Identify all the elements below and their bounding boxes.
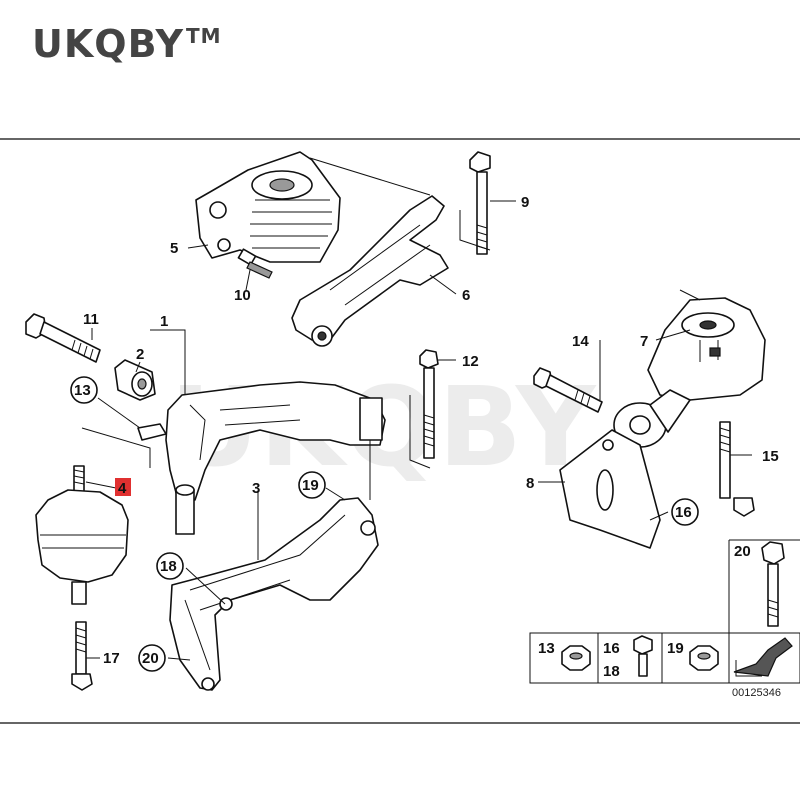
callout-11: 11 <box>83 311 99 328</box>
part-8-plate <box>559 429 661 549</box>
legend-label-18: 18 <box>603 663 620 680</box>
callout-16-circle <box>671 498 699 526</box>
bolt-16-shaft-icon <box>638 653 648 677</box>
part-20-bolt <box>761 541 785 627</box>
part-3-lower-bracket <box>169 497 379 691</box>
callout-18: 18 <box>160 558 177 575</box>
part-11-bolt <box>25 313 101 363</box>
part-1-main-bracket <box>137 381 386 535</box>
legend-label-16: 16 <box>603 640 620 657</box>
diagram-id: 00125346 <box>732 687 781 699</box>
callout-1: 1 <box>160 313 168 330</box>
callout-3: 3 <box>252 480 260 497</box>
nut-13-hole-icon <box>569 652 583 660</box>
callout-19-circle <box>298 471 326 499</box>
part-5-engine-mount <box>195 151 341 263</box>
callout-9: 9 <box>521 194 529 211</box>
callout-13: 13 <box>74 382 91 399</box>
part-15-bolt <box>719 421 755 517</box>
callout-4: 4 <box>118 480 127 497</box>
legend-grid: 13 16 18 19 20 00125346 <box>529 539 800 699</box>
callout-15: 15 <box>762 448 779 465</box>
callout-19: 19 <box>302 477 319 494</box>
callout-4-highlight <box>115 478 131 496</box>
part-7-right-mount <box>613 297 766 448</box>
part-2-bushing <box>114 359 156 401</box>
callout-10: 10 <box>234 287 251 304</box>
legend-label-19: 19 <box>667 640 684 657</box>
callout-20: 20 <box>142 650 159 667</box>
callout-16: 16 <box>675 504 692 521</box>
legend-label-20: 20 <box>734 543 751 560</box>
direction-arrow-outline-icon <box>735 660 762 677</box>
part-17-bolt <box>71 621 93 691</box>
bolt-16-icon <box>633 635 653 655</box>
part-12-bolt <box>419 349 439 459</box>
callout-8: 8 <box>526 475 534 492</box>
part-10-bolt <box>237 248 273 279</box>
callout-14: 14 <box>572 333 589 350</box>
callout-2: 2 <box>136 346 144 363</box>
callout-18-circle <box>156 552 184 580</box>
part-9-bolt <box>469 151 491 255</box>
callouts: 5 10 6 9 11 1 2 12 14 7 15 8 3 17 4 13 1… <box>70 194 779 672</box>
assembly-lines <box>81 157 701 500</box>
callout-6: 6 <box>462 287 470 304</box>
direction-arrow-icon <box>733 637 793 677</box>
legend-label-13: 13 <box>538 640 555 657</box>
callout-17: 17 <box>103 650 120 667</box>
callout-13-circle <box>70 376 98 404</box>
part-14-bolt <box>533 367 603 413</box>
nut-19-hole-icon <box>697 652 711 660</box>
part-6-bracket-arm <box>291 195 449 347</box>
leader-lines <box>85 200 752 661</box>
brand-tm: TM <box>186 24 222 48</box>
callout-20-circle <box>138 644 166 672</box>
callout-12: 12 <box>462 353 479 370</box>
callout-5: 5 <box>170 240 178 257</box>
brand-name: UKQBY <box>32 22 185 66</box>
part-4-rubber-mount <box>35 465 129 605</box>
callout-7: 7 <box>640 333 648 350</box>
